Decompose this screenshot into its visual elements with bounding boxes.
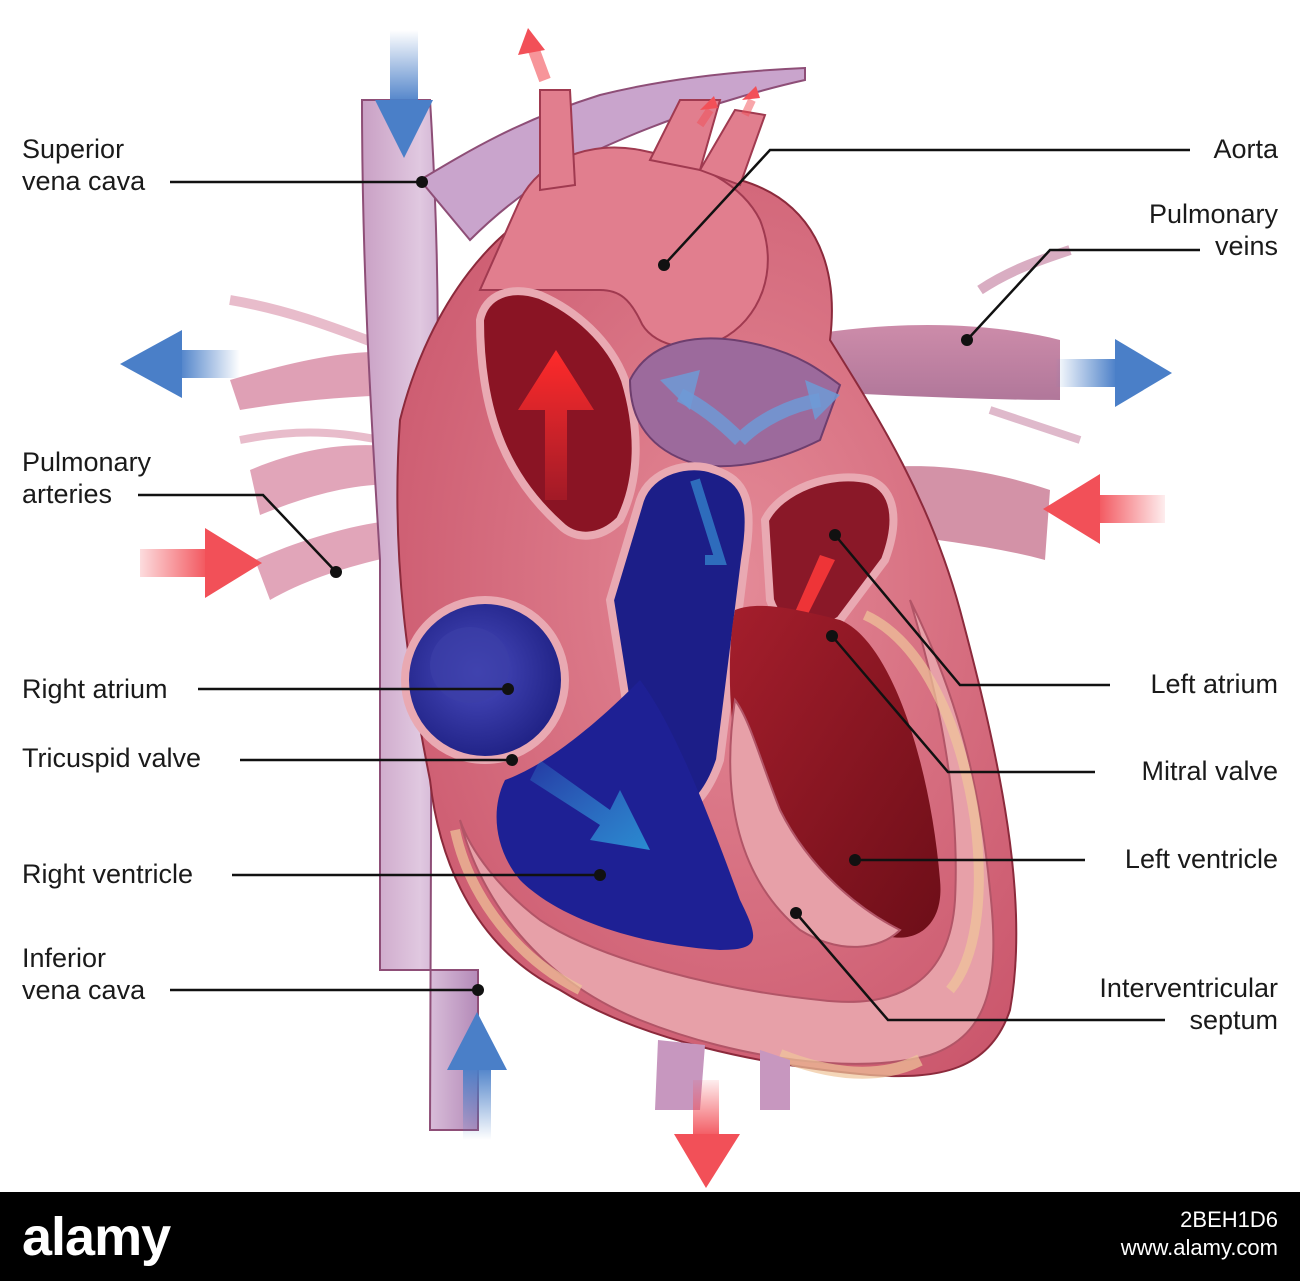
dot-superior-vena-cava <box>416 176 428 188</box>
vessel-stub <box>760 1050 790 1110</box>
label-left-ventricle: Left ventricle <box>1125 843 1278 875</box>
flow-arrow-pulmonary-right-in <box>1043 474 1165 544</box>
flow-arrow-ivc-in <box>447 1012 507 1140</box>
dot-mitral-valve <box>826 630 838 642</box>
site-url: www.alamy.com <box>1120 1235 1278 1260</box>
pulmonary-arrow-head-left <box>660 370 700 410</box>
flow-arrow-aorta-out-bottom <box>674 1080 740 1188</box>
label-aorta: Aorta <box>1213 133 1278 165</box>
aorta-branch <box>539 89 577 192</box>
leader-pulmonary-veins <box>966 248 1200 341</box>
label-line: vena cava <box>22 166 146 196</box>
heart-diagram: Superior vena cava Pulmonary arteries Ri… <box>22 28 1278 1188</box>
label-line: Interventricular <box>1099 973 1278 1003</box>
dot-right-ventricle <box>594 869 606 881</box>
fat-layer <box>862 610 984 994</box>
leader-pulmonary-arteries <box>138 493 337 573</box>
pulmonary-trunk <box>628 337 842 468</box>
leader-left-atrium <box>834 534 1110 687</box>
dot-tricuspid-valve <box>506 754 518 766</box>
flow-arrow-pulmonary-left-out <box>120 330 240 398</box>
leader-interventricular-septum <box>795 912 1165 1022</box>
label-superior-vena-cava: Superior vena cava <box>22 133 145 197</box>
watermark-footer: alamy 2BEH1D6 www.alamy.com <box>0 1192 1300 1281</box>
fat-layer <box>777 1049 923 1079</box>
right-atrium-highlight <box>430 627 510 703</box>
label-right-ventricle: Right ventricle <box>22 858 193 890</box>
pulmonary-arrow-head-right <box>805 380 840 420</box>
flow-arrow-aorta-out-top <box>518 28 760 128</box>
dot-right-atrium <box>502 683 514 695</box>
dot-aorta <box>658 259 670 271</box>
dot-interventricular-septum <box>790 907 802 919</box>
label-line: Pulmonary <box>22 447 152 477</box>
label-line: Left atrium <box>1150 669 1278 699</box>
label-line: Pulmonary <box>1148 199 1278 229</box>
interventricular-septum-wall <box>729 697 902 948</box>
label-line: Right atrium <box>22 674 168 704</box>
leader-dots <box>330 176 973 996</box>
label-right-atrium: Right atrium <box>22 673 168 705</box>
flow-arrow-svc-in <box>375 30 433 158</box>
tricuspid-flow-arrow <box>530 760 650 850</box>
aorta-branch <box>698 108 767 187</box>
dot-pulmonary-veins <box>961 334 973 346</box>
label-line: veins <box>1214 231 1278 261</box>
flow-arrow-pulmonary-left-in <box>140 528 262 598</box>
dot-left-atrium <box>829 529 841 541</box>
label-line: arteries <box>22 479 113 509</box>
outflow-flow-hint <box>690 478 727 565</box>
leader-aorta <box>663 148 1190 266</box>
image-id: 2BEH1D6 <box>1180 1207 1278 1232</box>
dot-pulmonary-arteries <box>330 566 342 578</box>
aortic-flow-arrow <box>518 350 594 500</box>
dot-inferior-vena-cava <box>472 984 484 996</box>
flow-arrow-pulmonary-right-out <box>1055 339 1172 407</box>
label-line: vena cava <box>22 975 146 1005</box>
descending-aorta <box>655 1040 705 1110</box>
label-line: septum <box>1189 1005 1278 1035</box>
ventricular-wall <box>459 599 995 1065</box>
fat-layer <box>450 828 583 995</box>
label-line: Left ventricle <box>1124 844 1278 874</box>
heart-illustration <box>120 28 1200 1188</box>
label-line: Mitral valve <box>1141 756 1278 786</box>
label-line: Inferior <box>22 943 107 973</box>
label-pulmonary-veins: Pulmonary veins <box>1149 198 1278 262</box>
label-interventricular-septum: Interventricular septum <box>1099 972 1278 1036</box>
alamy-logo: alamy <box>22 1207 171 1267</box>
label-tricuspid-valve: Tricuspid valve <box>22 742 201 774</box>
dot-left-ventricle <box>849 854 861 866</box>
leader-lines <box>138 148 1200 1022</box>
label-pulmonary-arteries: Pulmonary arteries <box>22 446 151 510</box>
label-left-atrium: Left atrium <box>1150 668 1278 700</box>
label-line: Superior <box>22 134 125 164</box>
label-inferior-vena-cava: Inferior vena cava <box>22 942 145 1006</box>
aortic-arch <box>478 146 769 348</box>
label-mitral-valve: Mitral valve <box>1141 755 1278 787</box>
label-line: Aorta <box>1213 134 1278 164</box>
label-line: Right ventricle <box>22 859 194 889</box>
footer-info: 2BEH1D6 www.alamy.com <box>1121 1206 1278 1262</box>
label-line: Tricuspid valve <box>22 743 202 773</box>
leader-mitral-valve <box>831 635 1095 774</box>
